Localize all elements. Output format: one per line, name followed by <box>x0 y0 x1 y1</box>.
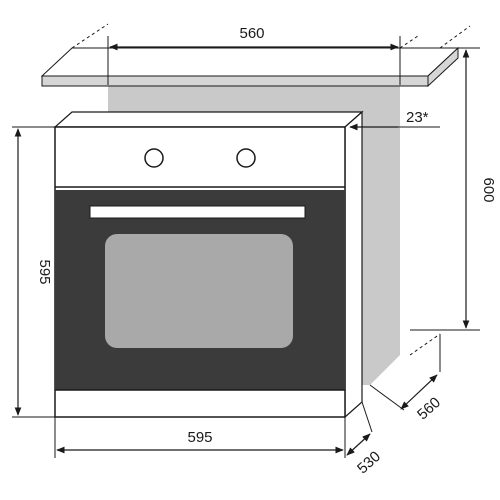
dimension-line-niche-depth <box>400 374 438 410</box>
ext-line-top-right <box>399 35 419 49</box>
door-handle <box>89 205 306 219</box>
oven-top-face <box>53 111 364 128</box>
ext-line-right-bottom <box>409 333 441 356</box>
label-niche-width: 560 <box>239 25 264 42</box>
label-depth-offset: 23* <box>406 109 429 126</box>
control-knob-right <box>236 148 256 168</box>
ext-line-top-left <box>71 23 109 49</box>
ext-line-niche-depth-front <box>369 384 405 411</box>
oven-side-face <box>344 110 363 419</box>
label-niche-depth: 560 <box>414 394 444 423</box>
label-niche-height: 600 <box>480 177 497 202</box>
countertop-top-face <box>40 47 460 77</box>
ext-line-oven-depth-back <box>361 401 373 433</box>
door-window <box>105 234 293 348</box>
label-oven-height: 595 <box>36 259 53 284</box>
ext-line-right-top <box>439 25 471 49</box>
label-oven-width: 595 <box>187 429 212 446</box>
countertop-side-face <box>427 46 459 88</box>
control-knob-left <box>144 148 164 168</box>
label-oven-depth: 530 <box>354 448 384 477</box>
dimension-line-oven-depth <box>346 433 371 456</box>
countertop-front-face <box>41 75 429 87</box>
